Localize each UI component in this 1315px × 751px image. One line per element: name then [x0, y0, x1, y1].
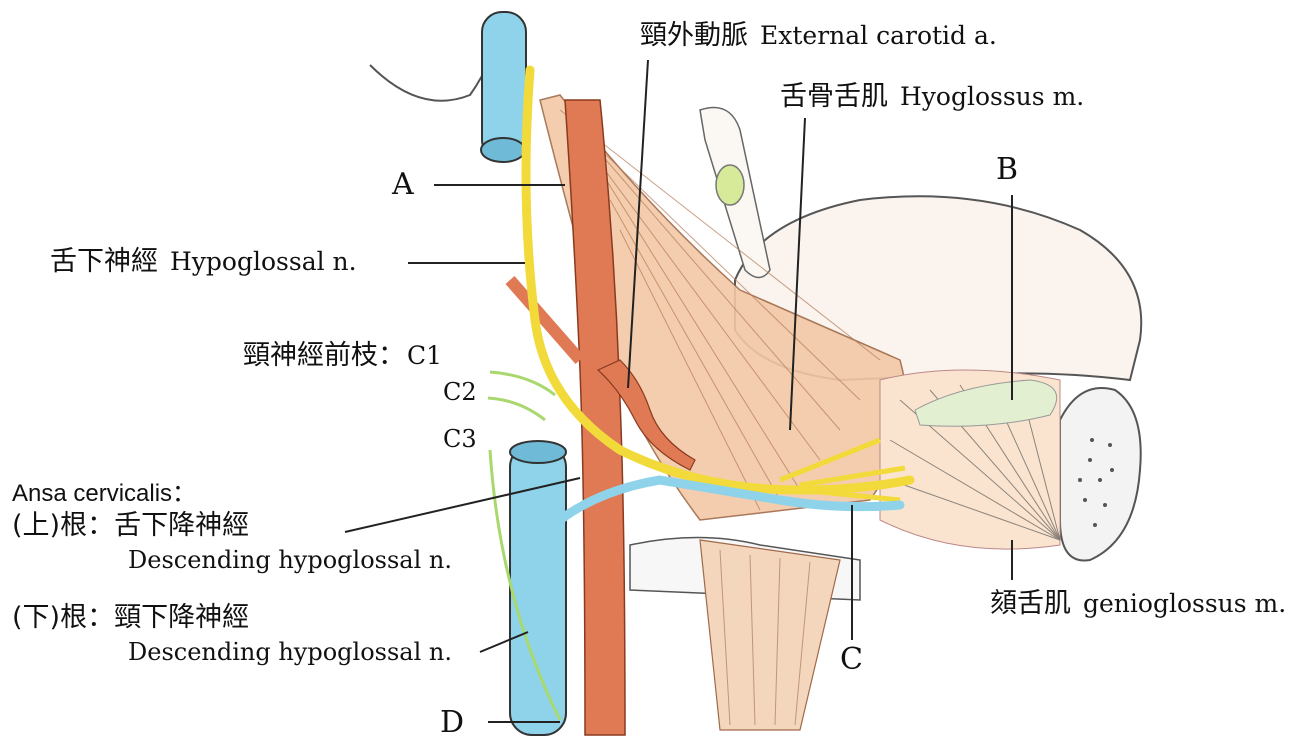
ansa-cervicalis-title: Ansa cervicalis： — [12, 480, 197, 507]
label-external-carotid: 頸外動脈 External carotid a. — [640, 22, 997, 49]
label-letter-c: C — [840, 642, 863, 677]
c2-label: C2 — [443, 378, 477, 406]
lower-root-zh: (下)根：頸下降神經 — [12, 602, 250, 633]
leader-lines — [344, 59, 1013, 723]
label-hypoglossal: 舌下神經 Hypoglossal n. — [50, 248, 357, 275]
hyoglossus-en: Hyoglossus m. — [900, 82, 1085, 111]
sublingual-gland — [914, 379, 1058, 427]
infrahyoid-muscle — [699, 539, 841, 731]
carotid-artery — [564, 99, 626, 736]
external-carotid-zh: 頸外動脈 — [640, 20, 748, 51]
hypoglossal-nerve-branches — [779, 437, 906, 503]
hyoglossus-zh: 舌骨舌肌 — [780, 81, 888, 112]
mandible — [1059, 387, 1142, 562]
mandible-bone-texture — [1078, 438, 1114, 527]
cervical-nerve-c2 — [487, 396, 546, 422]
label-cervical-branch: 頸神經前枝：C1 — [243, 342, 442, 369]
label-letter-a: A — [392, 167, 414, 202]
cervical-nerve-c1 — [489, 370, 556, 397]
hyoglossus-fibers — [559, 109, 881, 511]
small-gland — [715, 164, 745, 206]
lingual-vein — [555, 475, 905, 525]
lower-root-en: Descending hypoglossal n. — [128, 638, 452, 666]
infrahyoid-fibers — [719, 549, 811, 726]
hypoglossal-zh: 舌下神經 — [50, 246, 158, 277]
c1-label: C1 — [407, 341, 443, 370]
genioglossus-en: genioglossus m. — [1083, 589, 1287, 618]
label-genioglossus: 頦舌肌 genioglossus m. — [990, 590, 1286, 617]
label-letter-d: D — [440, 705, 465, 740]
external-carotid-branch — [596, 359, 696, 471]
external-carotid-en: External carotid a. — [760, 21, 997, 50]
upper-root-en: Descending hypoglossal n. — [128, 546, 452, 574]
cervical-nerve-c3 — [488, 449, 562, 721]
label-hyoglossus: 舌骨舌肌 Hyoglossus m. — [780, 83, 1084, 110]
upper-root-zh: (上)根：舌下降神經 — [12, 510, 250, 541]
occipital-artery — [505, 276, 585, 364]
c3-label: C3 — [443, 425, 477, 453]
label-letter-b: B — [996, 152, 1019, 187]
cervical-branch-zh: 頸神經前枝： — [243, 340, 405, 371]
genioglossus-zh: 頦舌肌 — [990, 588, 1071, 619]
jugular-vein-top-end — [509, 440, 567, 464]
upper-neck-outline — [369, 19, 501, 102]
jugular-vein-cut-end — [480, 137, 526, 163]
hypoglossal-en: Hypoglossal n. — [170, 247, 357, 276]
